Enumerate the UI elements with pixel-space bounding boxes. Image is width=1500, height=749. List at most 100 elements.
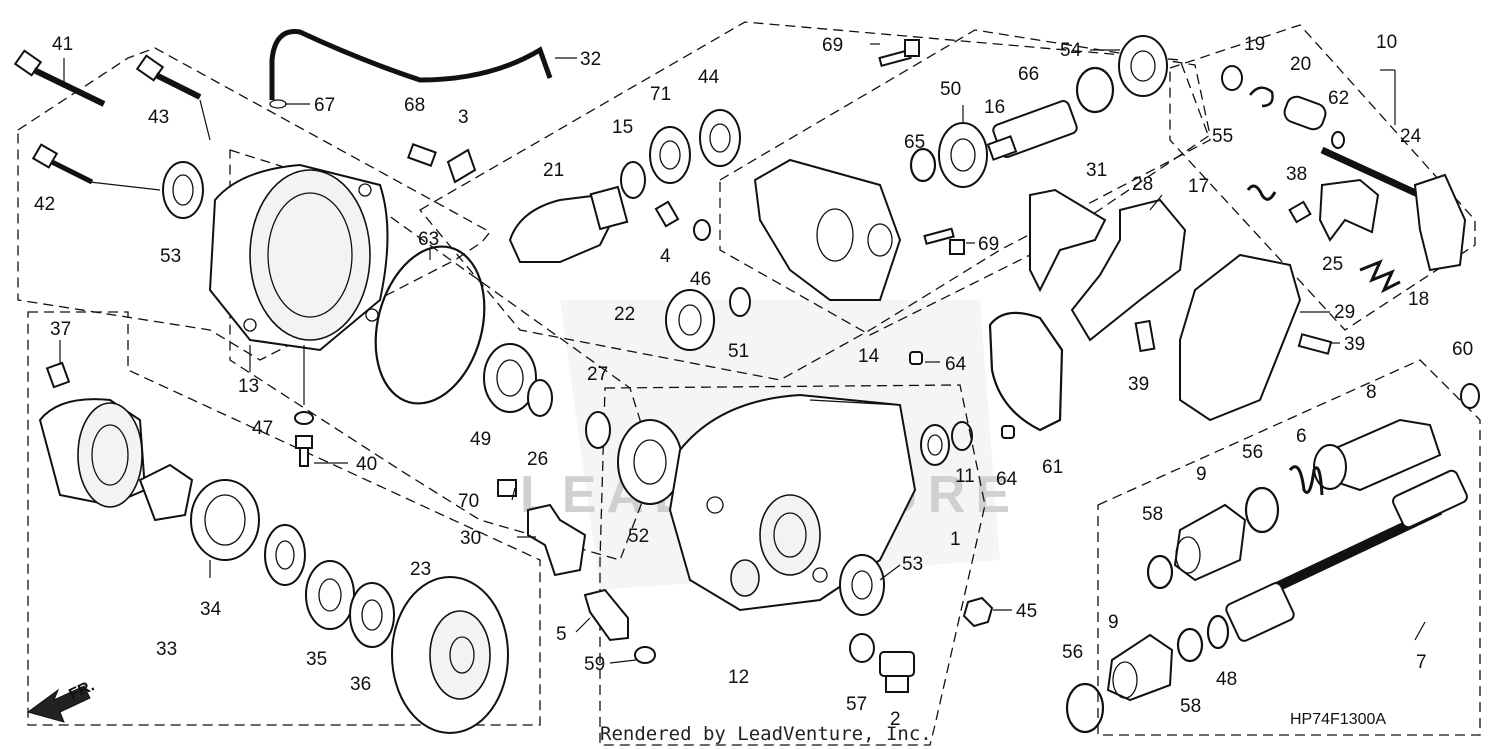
callout-31[interactable]: 31 [1086, 160, 1107, 181]
callout-47[interactable]: 47 [252, 418, 273, 439]
callout-41[interactable]: 41 [52, 34, 73, 55]
callout-9-top[interactable]: 9 [1196, 464, 1207, 485]
callout-24[interactable]: 24 [1400, 126, 1422, 147]
callout-60[interactable]: 60 [1452, 339, 1473, 360]
plug-2 [879, 651, 915, 693]
callout-65[interactable]: 65 [904, 132, 925, 153]
callout-52[interactable]: 52 [628, 526, 649, 547]
ring-gear-23 [391, 576, 509, 734]
callout-29[interactable]: 29 [1334, 302, 1355, 323]
callout-70[interactable]: 70 [458, 491, 479, 512]
ring-57 [849, 633, 875, 663]
callout-10[interactable]: 10 [1376, 32, 1397, 53]
callout-20[interactable]: 20 [1290, 54, 1311, 75]
callout-30[interactable]: 30 [460, 528, 481, 549]
callout-22[interactable]: 22 [614, 304, 635, 325]
callout-28[interactable]: 28 [1132, 174, 1153, 195]
callout-3[interactable]: 3 [458, 107, 469, 128]
callout-53b[interactable]: 53 [902, 554, 923, 575]
callout-1[interactable]: 1 [950, 529, 961, 550]
box-differential [27, 311, 541, 726]
callout-11[interactable]: 11 [955, 466, 975, 487]
collar-22 [665, 289, 715, 351]
callout-61[interactable]: 61 [1042, 457, 1063, 478]
callout-62[interactable]: 62 [1328, 88, 1349, 109]
callout-25[interactable]: 25 [1322, 254, 1343, 275]
callout-23[interactable]: 23 [410, 559, 431, 580]
callout-39-right[interactable]: 39 [1344, 334, 1365, 355]
callout-50[interactable]: 50 [940, 79, 961, 100]
callout-58-bottom[interactable]: 58 [1180, 696, 1201, 717]
footer-credit: Rendered by LeadVenture, Inc. [600, 723, 932, 745]
callout-34[interactable]: 34 [200, 599, 222, 620]
circlip-66 [1075, 66, 1115, 114]
callout-9-bottom[interactable]: 9 [1108, 612, 1119, 633]
callout-48[interactable]: 48 [1216, 669, 1237, 690]
callout-54[interactable]: 54 [1060, 40, 1082, 61]
callout-51[interactable]: 51 [728, 341, 749, 362]
callout-16[interactable]: 16 [984, 97, 1005, 118]
callout-38[interactable]: 38 [1286, 164, 1307, 185]
callout-4[interactable]: 4 [660, 246, 671, 267]
callout-45[interactable]: 45 [1016, 601, 1037, 622]
callout-35[interactable]: 35 [306, 649, 327, 670]
bushing-51 [729, 287, 751, 317]
callout-12[interactable]: 12 [728, 667, 749, 688]
callout-32[interactable]: 32 [580, 49, 601, 70]
callout-69-right[interactable]: 69 [978, 234, 999, 255]
callout-67[interactable]: 67 [314, 95, 335, 116]
callout-53[interactable]: 53 [160, 246, 181, 267]
callout-5[interactable]: 5 [556, 624, 567, 645]
callout-19[interactable]: 19 [1244, 34, 1265, 55]
callout-27[interactable]: 27 [587, 364, 608, 385]
callout-15[interactable]: 15 [612, 117, 633, 138]
callout-66[interactable]: 66 [1018, 64, 1039, 85]
callout-7[interactable]: 7 [1416, 652, 1427, 673]
callout-44[interactable]: 44 [698, 67, 720, 88]
shaft-16 [986, 100, 1078, 161]
callout-46[interactable]: 46 [690, 269, 711, 290]
callout-21[interactable]: 21 [543, 160, 564, 181]
callout-8[interactable]: 8 [1366, 382, 1377, 403]
joint-9-top [1173, 503, 1247, 582]
callout-39-center[interactable]: 39 [1128, 374, 1149, 395]
callout-49[interactable]: 49 [470, 429, 491, 450]
callout-43[interactable]: 43 [148, 107, 169, 128]
gasket-61 [988, 311, 1064, 432]
bearing-50 [938, 122, 988, 188]
callout-58-top[interactable]: 58 [1142, 504, 1163, 525]
callout-26[interactable]: 26 [527, 449, 548, 470]
clip-67 [269, 99, 287, 109]
callout-64-bottom[interactable]: 64 [996, 469, 1018, 490]
callout-18[interactable]: 18 [1408, 289, 1429, 310]
callout-68[interactable]: 68 [404, 95, 425, 116]
callout-63[interactable]: 63 [418, 229, 439, 250]
callout-37[interactable]: 37 [50, 319, 71, 340]
callout-33[interactable]: 33 [156, 639, 177, 660]
ring-27 [585, 411, 611, 449]
ring-60 [1460, 383, 1480, 409]
callout-13[interactable]: 13 [238, 376, 259, 397]
callout-55[interactable]: 55 [1212, 126, 1233, 147]
washer-26 [527, 379, 553, 417]
callout-40[interactable]: 40 [356, 454, 377, 475]
callout-36[interactable]: 36 [350, 674, 371, 695]
callout-57[interactable]: 57 [846, 694, 867, 715]
callout-14[interactable]: 14 [858, 346, 880, 367]
callout-64-top[interactable]: 64 [945, 354, 967, 375]
bolt-41 [13, 49, 106, 107]
box-rear-housing [17, 47, 491, 361]
callout-59[interactable]: 59 [584, 654, 605, 675]
callout-17[interactable]: 17 [1188, 176, 1209, 197]
callout-71[interactable]: 71 [650, 84, 671, 105]
ring-58-top [1146, 554, 1174, 590]
callout-56-top[interactable]: 56 [1242, 442, 1263, 463]
front-arrow: FR. [26, 677, 97, 723]
spring-6 [1288, 465, 1324, 496]
callout-6[interactable]: 6 [1296, 426, 1307, 447]
callout-2[interactable]: 2 [890, 709, 901, 730]
callout-69-top[interactable]: 69 [822, 35, 843, 56]
callout-42[interactable]: 42 [34, 194, 55, 215]
callout-56-bottom[interactable]: 56 [1062, 642, 1083, 663]
